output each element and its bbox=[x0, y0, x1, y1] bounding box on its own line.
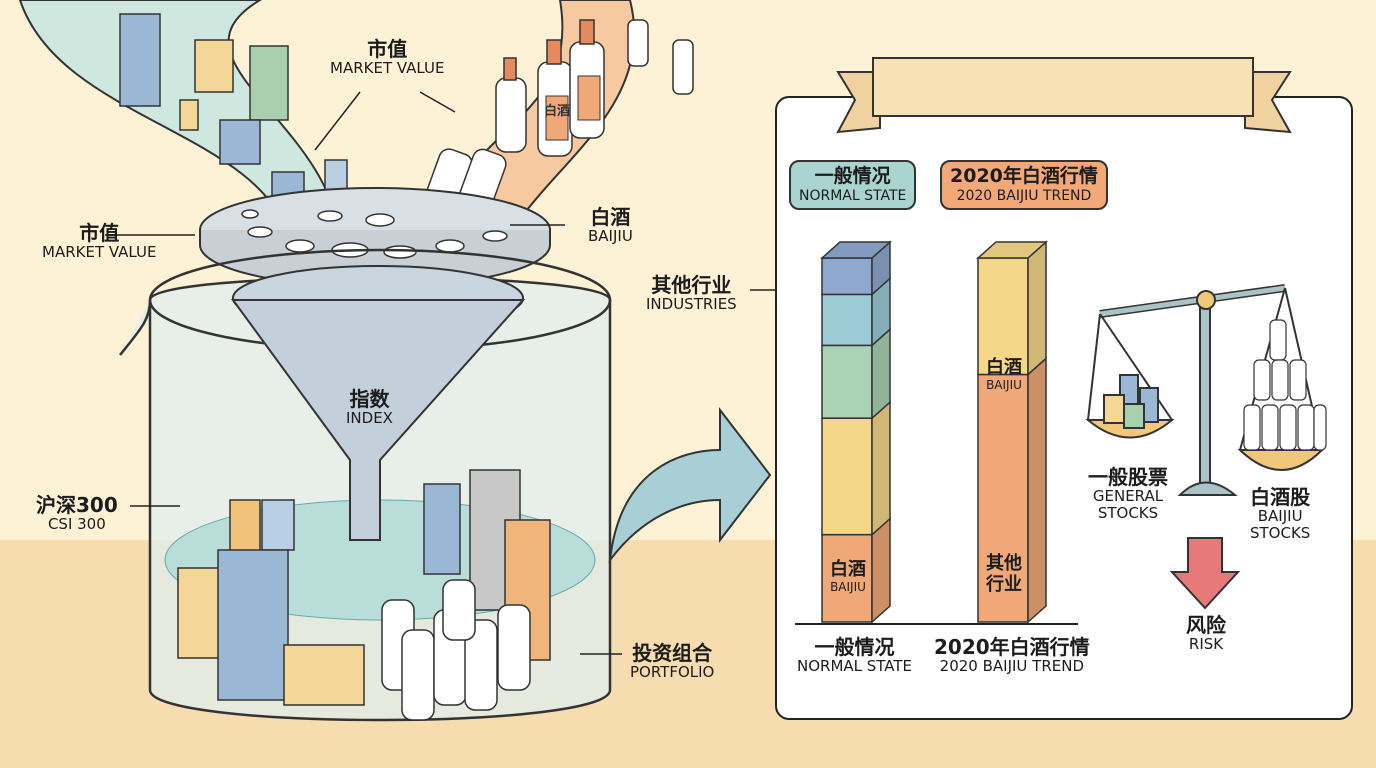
funnel bbox=[231, 299, 526, 541]
label-market-value-top: 市值 MARKET VALUE bbox=[330, 37, 445, 77]
label-index: 指数 INDEX bbox=[346, 387, 393, 427]
label-other-industries: 其他行业 INDUSTRIES bbox=[646, 273, 737, 313]
segment-label-trend-other: 其他 行业 bbox=[986, 553, 1022, 596]
portfolio-bottles bbox=[381, 579, 531, 721]
label-baijiu: 白酒 BAIJIU bbox=[588, 205, 633, 245]
label-baijiu-stocks: 白酒股 BAIJIU STOCKS bbox=[1250, 485, 1311, 542]
arrow-right-icon bbox=[608, 407, 772, 564]
portfolio-buildings bbox=[177, 469, 551, 706]
axis-label-baijiu-trend: 2020年白酒行情 2020 BAIJIU TREND bbox=[934, 635, 1090, 675]
bubble-baijiu-trend: 2020年白酒行情 2020 BAIJIU TREND bbox=[940, 160, 1108, 210]
segment-label-trend-baijiu: 白酒 BAIJIU bbox=[986, 357, 1022, 392]
label-risk: 风险 RISK bbox=[1186, 613, 1226, 653]
left-illustration: 白酒 bbox=[18, 0, 780, 722]
label-csi300: 沪深300 CSI 300 bbox=[36, 493, 118, 533]
label-portfolio: 投资组合 PORTFOLIO bbox=[630, 641, 715, 681]
bottle-label: 白酒 bbox=[544, 103, 570, 119]
segment-label-normal-baijiu: 白酒 BAIJIU bbox=[830, 559, 866, 594]
axis-label-normal-state: 一般情况 NORMAL STATE bbox=[797, 635, 913, 675]
label-general-stocks: 一般股票 GENERAL STOCKS bbox=[1088, 465, 1168, 522]
bubble-normal-state: 一般情况 NORMAL STATE bbox=[789, 160, 917, 210]
label-market-value-left: 市值 MARKET VALUE bbox=[42, 221, 157, 261]
